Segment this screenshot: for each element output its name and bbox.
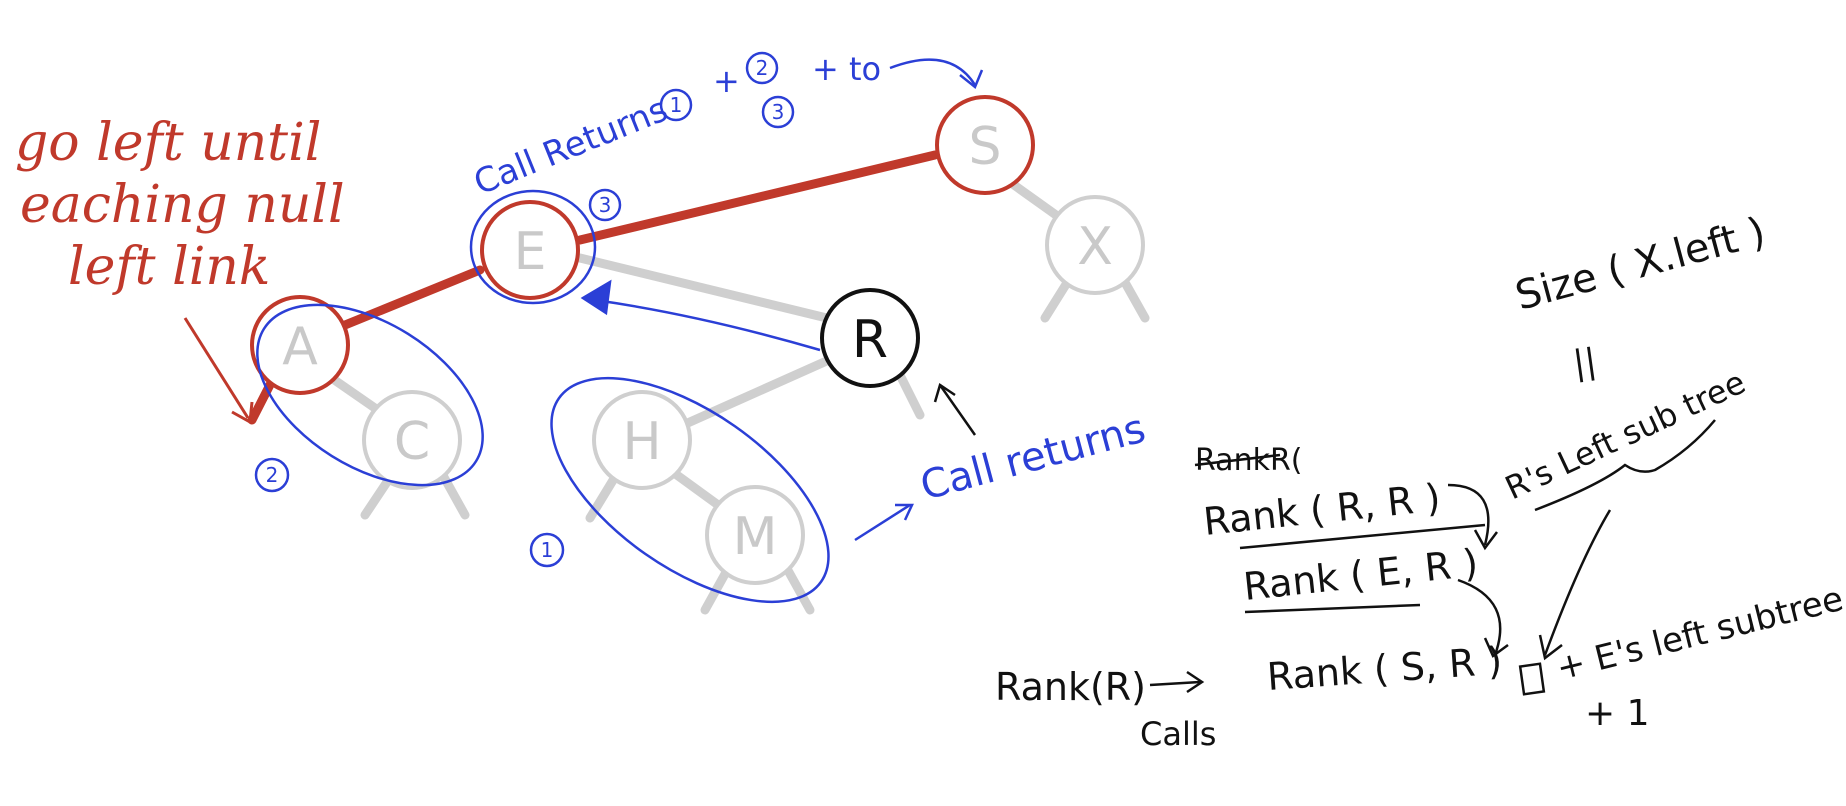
- er-to-sr-arrow: [1457, 578, 1502, 656]
- r-return-arrow: [938, 384, 977, 436]
- edge-m-right-stub: [780, 560, 815, 615]
- plus-label: +: [713, 62, 740, 100]
- subtree-brace: [1534, 419, 1716, 512]
- rank-er-label: Rank ( E, R ): [1241, 541, 1480, 609]
- plus-one-label: + 1: [1585, 693, 1650, 734]
- er-to-sr-arrowhead: [1483, 637, 1509, 658]
- path-e-a: [340, 265, 485, 330]
- node-e: E: [480, 200, 580, 300]
- circle-3-top: [761, 95, 795, 129]
- to-s-arrow: [889, 58, 977, 86]
- title-line-1: go left until: [15, 113, 321, 173]
- title-line-3: left link: [68, 237, 270, 297]
- brace-to-box-arrowhead: [1538, 634, 1563, 661]
- circle-1-top-label: 1: [670, 93, 683, 117]
- size-expression: Size ( X.left ): [1511, 209, 1771, 320]
- call-returns-arrow: [854, 503, 911, 542]
- node-x-label: X: [1077, 217, 1113, 277]
- node-m: M: [705, 485, 805, 585]
- node-a: A: [250, 295, 350, 395]
- null-link-arrow: [183, 317, 254, 425]
- rank-r-arrow: [1149, 680, 1201, 687]
- underline-rank-rr: [1239, 523, 1486, 550]
- circle-2-ac-label: 2: [266, 463, 279, 487]
- box-sum-label: + E's left subtree: [1553, 579, 1846, 689]
- rank-r-label: Rank(R): [995, 665, 1146, 709]
- circle-1-hm: [529, 532, 565, 568]
- brace-to-box-arrow: [1543, 509, 1612, 656]
- node-r-label: R: [852, 310, 888, 370]
- node-h: H: [592, 390, 692, 490]
- node-s-label: S: [968, 117, 1001, 177]
- call-returns-arrowhead: [895, 503, 914, 521]
- node-c-label: C: [394, 412, 430, 472]
- r-return-arrowhead: [933, 383, 956, 403]
- blue-annotations: [254, 51, 984, 604]
- node-s: S: [935, 95, 1035, 195]
- circle-3-node-label: 3: [599, 193, 612, 217]
- black-annotations: [933, 383, 1716, 696]
- circle-3-node: [588, 188, 622, 222]
- node-h-label: H: [622, 412, 661, 472]
- e-highlight-circle: [469, 189, 597, 305]
- call-returns-right-label: Call returns: [916, 406, 1151, 510]
- node-a-label: A: [282, 317, 318, 377]
- r-to-e-arrowhead: [580, 279, 612, 316]
- underline-rank-er: [1244, 603, 1421, 614]
- node-x: X: [1045, 195, 1145, 295]
- circle-2-top-label: 2: [756, 56, 769, 80]
- edge-e-r: [575, 253, 840, 325]
- r-left-subtree-label: R's Left sub tree: [1499, 363, 1751, 507]
- node-m-label: M: [733, 507, 778, 567]
- node-r: R: [820, 288, 920, 388]
- call-returns-top-label: Call Returns: [468, 90, 673, 204]
- node-e-label: E: [514, 222, 547, 282]
- strike-rank: [1194, 453, 1281, 467]
- black-text: Size ( X.left ) || R's Left sub tree Ran…: [995, 209, 1846, 753]
- r-to-e-arrow: [594, 298, 821, 352]
- rank-sr-label: Rank ( S, R ): [1266, 639, 1504, 699]
- ac-subtree-ellipse: [256, 303, 484, 487]
- edge-h-m: [665, 465, 730, 515]
- circle-2-top: [745, 51, 779, 85]
- rank-r-arrowhead: [1186, 670, 1205, 694]
- rank-rr-label: Rank ( R, R ): [1201, 475, 1442, 544]
- circle-3-top-label: 3: [772, 100, 785, 124]
- to-s-arrowhead: [959, 69, 984, 90]
- circle-2-ac: [254, 457, 290, 493]
- rr-to-er-arrowhead: [1473, 529, 1498, 551]
- edge-r-h: [667, 350, 845, 435]
- value-box: [1518, 662, 1546, 696]
- circle-1-top: [659, 88, 693, 122]
- title-line-2: eaching null: [20, 175, 345, 235]
- rr-to-er-arrow: [1447, 483, 1490, 546]
- plus-to-label: + to: [812, 50, 881, 88]
- title-block: go left until eaching null left link: [15, 113, 345, 297]
- hm-subtree-ellipse: [550, 376, 830, 604]
- calls-label: Calls: [1140, 715, 1216, 753]
- node-c: C: [362, 390, 462, 490]
- circle-1-hm-label: 1: [541, 538, 554, 562]
- struck-rank-label: RankR(: [1195, 443, 1303, 478]
- path-s-e: [575, 150, 940, 245]
- equals-sign: ||: [1571, 341, 1599, 384]
